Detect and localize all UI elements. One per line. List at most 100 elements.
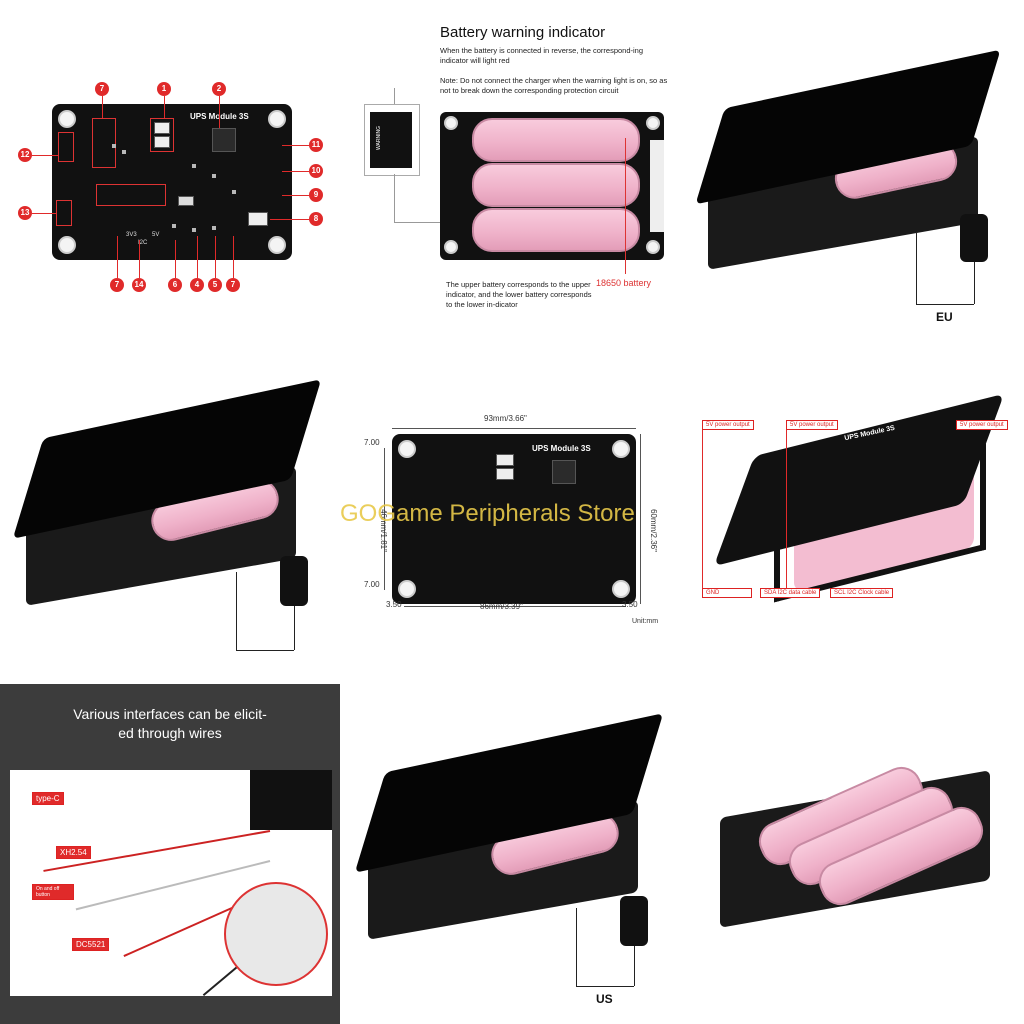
connector-type-c: type-C [32,792,64,805]
dim-line-left [384,448,385,590]
leader-line [270,219,309,220]
callout-inner [370,112,412,168]
badge-8: 8 [309,212,323,226]
mount-hole [646,240,660,254]
battery-leader [625,138,626,274]
highlight-box-7 [96,184,166,206]
switch-block [248,212,268,226]
badge-2: 2 [212,82,226,96]
cable-line [974,262,975,304]
connector-dc5521: DC5521 [72,938,110,951]
badge-7: 7 [110,278,124,292]
connector-xh254: XH2.54 [56,846,91,859]
cable-line [916,304,974,305]
mount-hole [398,440,416,458]
highlight-box-12 [58,132,74,162]
eu-plug-label: EU [936,310,953,324]
highlight-box-13 [56,200,72,226]
cable-line [236,650,294,651]
leader-line [282,171,309,172]
badge-7b: 7 [226,278,240,292]
silk-3v3: 3V3 [126,232,137,238]
leader-line [702,430,703,588]
offset-right: 3.50 [622,600,638,609]
interfaces-title-1: Various interfaces can be elicit- [73,706,267,722]
leader-line [164,96,165,118]
power-adapter-icon [280,556,308,606]
mount-hole [268,110,286,128]
mount-hole [612,580,630,598]
sense-resistor [496,468,514,480]
mount-hole [612,440,630,458]
mount-hole [444,240,458,254]
cable-line [576,986,634,987]
badge-5: 5 [208,278,222,292]
dim-line-bottom [404,606,626,607]
mount-hole [646,116,660,130]
connector-closeup [224,882,328,986]
smd-pad [232,190,236,194]
warning-title: Battery warning indicator [440,24,606,41]
leader-line [282,145,309,146]
battery-cell-bottom [472,208,640,252]
label-gnd: GND [702,588,752,598]
smd-pad [172,224,176,228]
smd-pad [212,226,216,230]
silk-5v: 5V [152,232,160,238]
board-title: UPS Module 3S [532,444,591,453]
leader-line [233,236,234,278]
interfaces-title-2: ed through wires [118,725,222,741]
battery-label: 18650 battery [596,278,652,288]
smd-pad [212,174,216,178]
cable-line [236,572,237,650]
label-5v-output-2: 5V power output [786,420,838,430]
panel-enclosure-front [340,684,684,1024]
inductor-chip [552,460,576,484]
badge-10: 10 [309,164,323,178]
cable-line [916,232,917,304]
battery-cell-top [472,118,640,162]
badge-3: 7 [95,82,109,96]
warning-silk: WARNING [376,126,382,150]
panel-board-diagram: UPS Module 3S 3V3 I2C 5V 7 1 2 12 13 11 … [0,0,340,340]
interfaces-photo: type-C XH2.54 On and off button DC5521 [10,770,332,997]
panel-enclosure-eu: EU [684,0,1024,340]
mount-hole [268,236,286,254]
store-watermark: GOGame Peripherals Store [340,500,635,527]
badge-6: 6 [168,278,182,292]
us-plug-label: US [596,992,613,1006]
badge-4: 4 [190,278,204,292]
callout-leader [394,174,395,222]
unit-label: Unit:mm [632,618,659,625]
inductor-chip [212,128,236,152]
mount-hole [398,580,416,598]
leader-line [175,240,176,278]
warning-note: Note: Do not connect the charger when th… [440,76,668,95]
panel-enclosure-plain [0,340,340,684]
mount-hole [444,116,458,130]
silk-i2c: I2C [138,240,148,246]
connector-on-off-button: On and off button [32,884,74,900]
ups-board: UPS Module 3S 3V3 I2C 5V [52,104,292,260]
smd-pad [122,150,126,154]
leader-line [219,96,220,128]
badge-13: 13 [18,206,32,220]
leader-line [197,236,198,278]
shunt-resistor [178,196,194,206]
dim-bottom-label: 86mm/3.39" [480,602,523,611]
label-scl: SCL I2C Clock cable [830,588,894,598]
offset-left: 3.50 [386,600,402,609]
label-5v-output-3: 5V power output [956,420,1008,430]
battery-cell-middle [472,163,640,207]
panel-pinout: UPS Module 3S 5V power output 5V power o… [684,340,1024,684]
panel-enclosure-us [684,684,1024,1024]
dim-right-label: 60mm/2.36" [648,509,658,552]
leader-line [117,236,118,278]
dim-line-top [392,428,636,429]
callout-leader [394,222,440,223]
smd-pad [112,144,116,148]
highlight-box-1 [150,118,174,152]
label-5v-output-1: 5V power output [702,420,754,430]
offset-top-left: 7.00 [364,438,380,447]
panel-dimensions: UPS Module 3S 93mm/3.66" 86mm/3.39" 46mm… [340,340,684,684]
